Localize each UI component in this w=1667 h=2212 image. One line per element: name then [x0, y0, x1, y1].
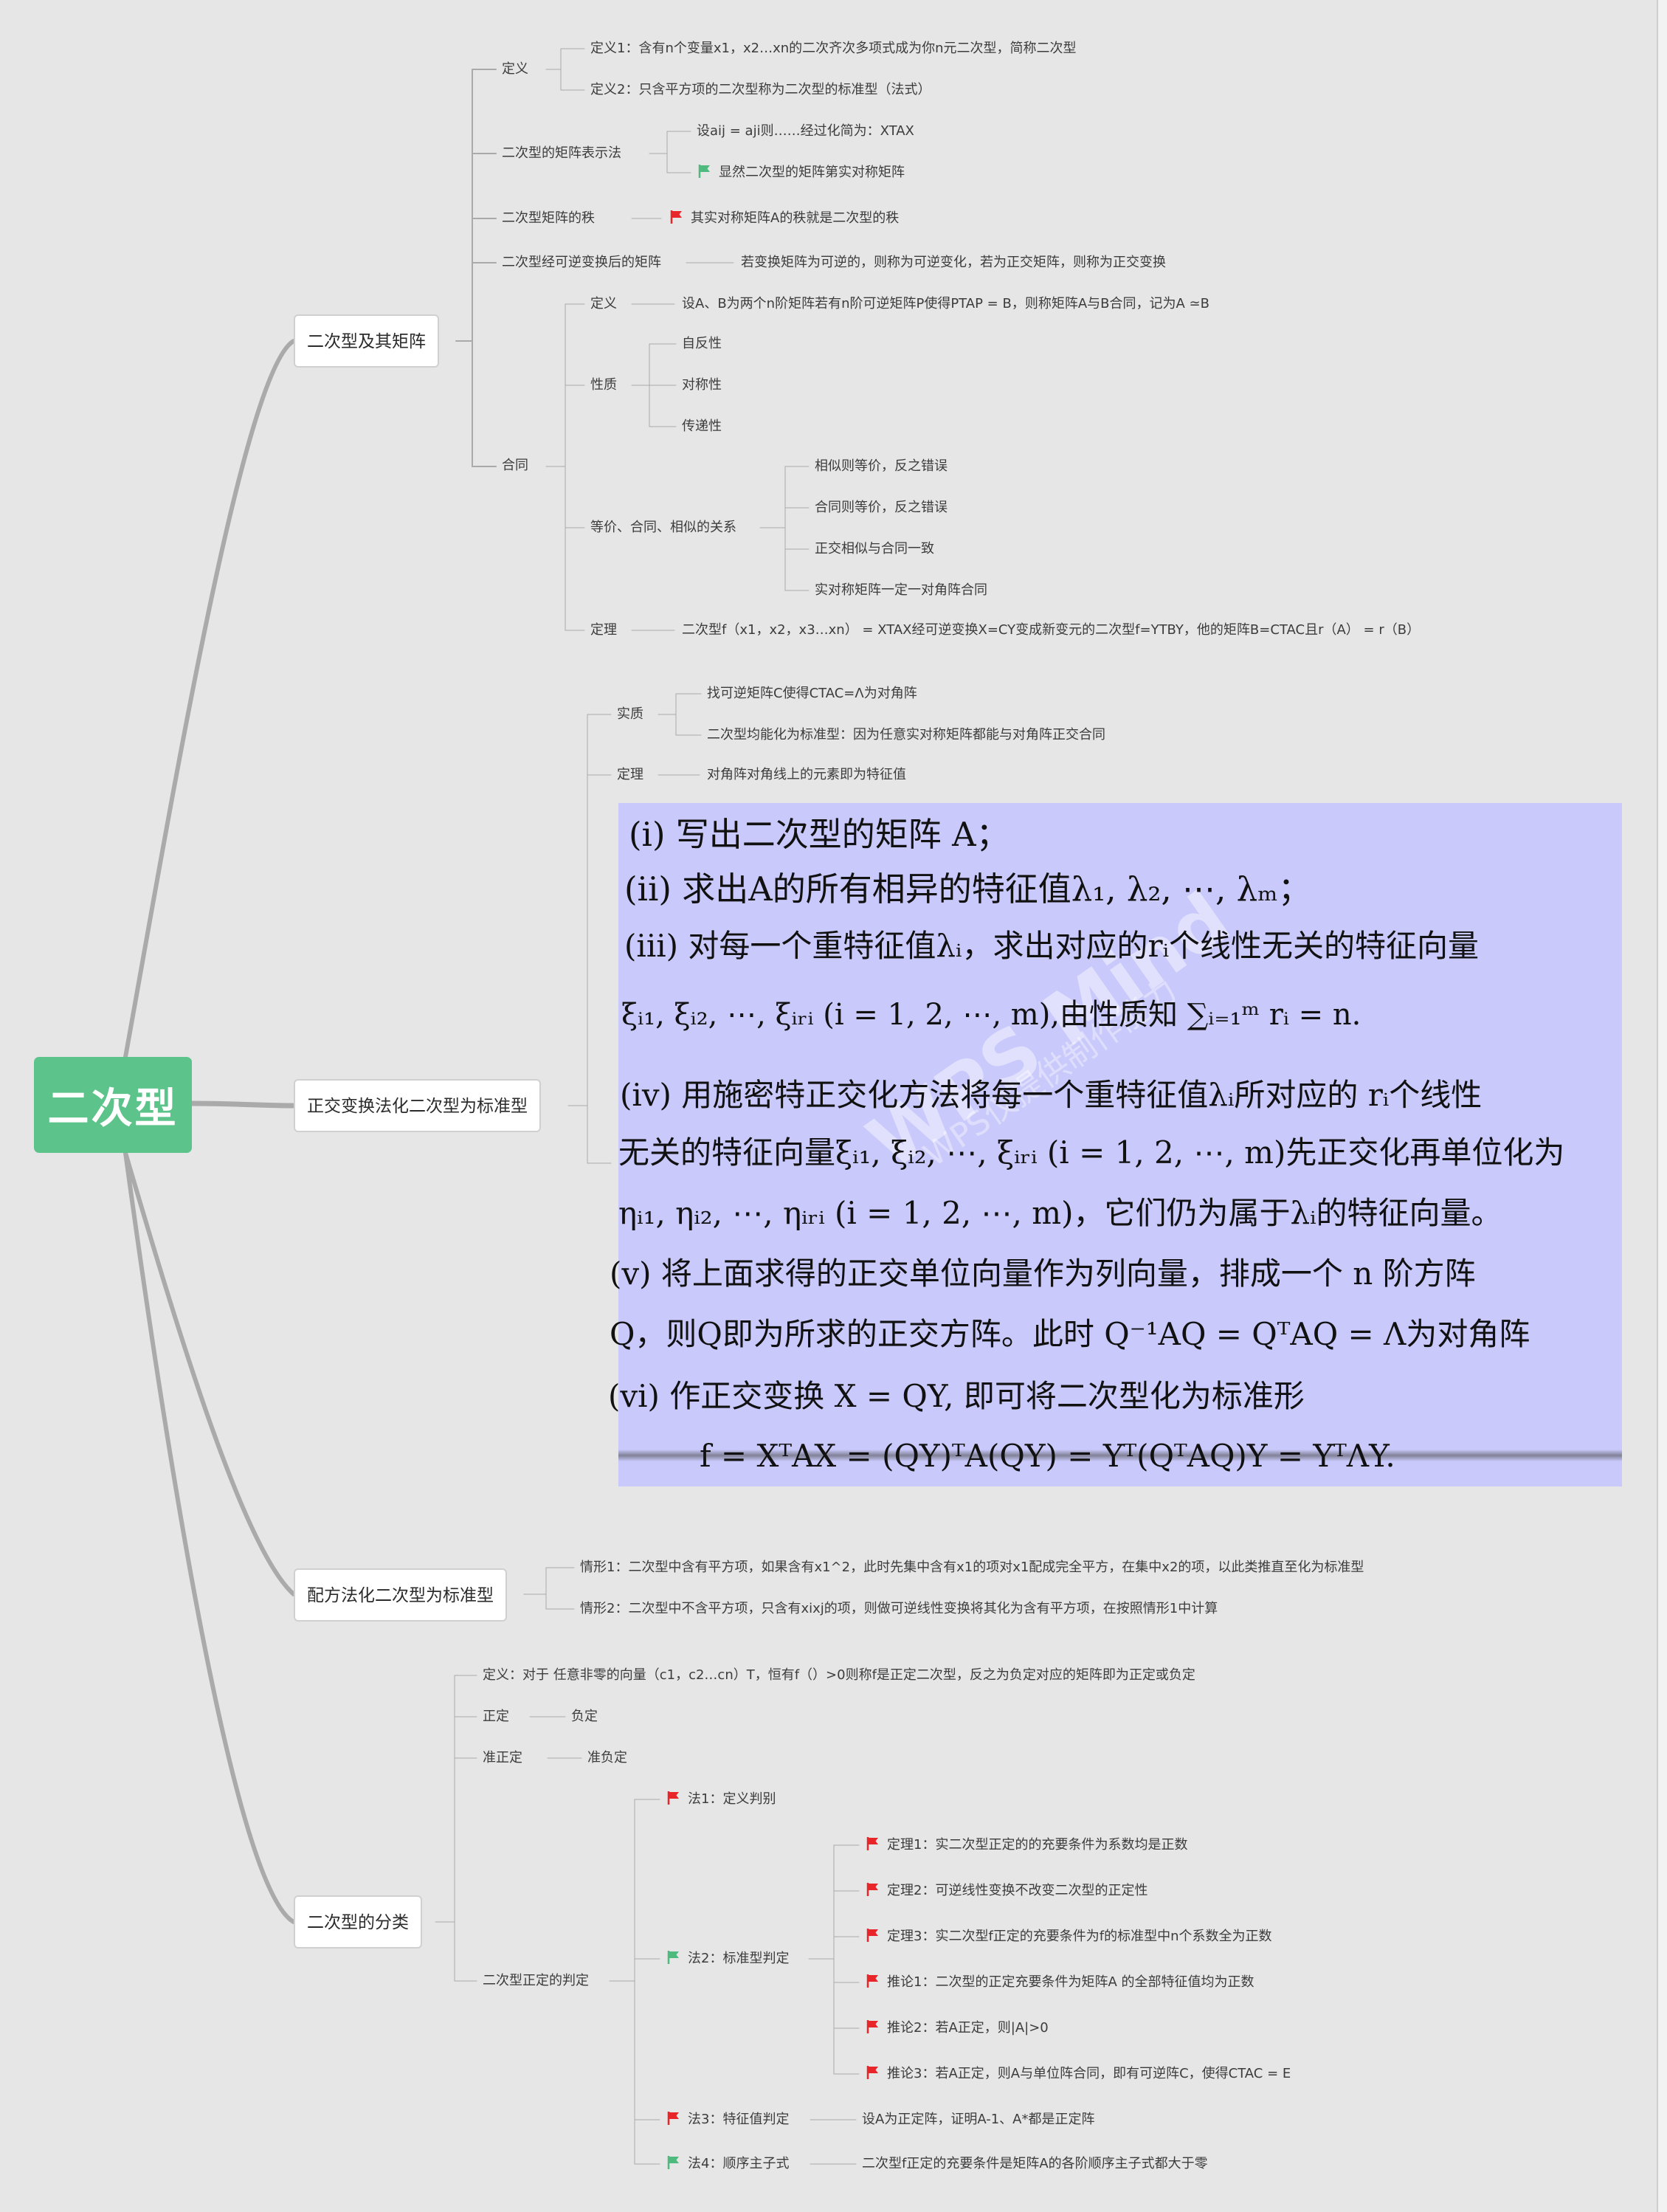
- node-congruence-definition-1[interactable]: 设A、B为两个n阶矩阵若有n阶可逆矩阵P使得PTAP = B，则称矩阵A与B合同…: [682, 296, 1209, 311]
- node-positive-definite[interactable]: 正定: [483, 1709, 509, 1724]
- node-method-2-label: 法2：标准型判定: [688, 1951, 790, 1966]
- node-congruence-theorem[interactable]: 定理: [590, 622, 617, 638]
- node-case-2[interactable]: 情形2：二次型中不含平方项，只含有xixj的项，则做可逆线性变换将其化为含有平方…: [580, 1601, 1218, 1616]
- node-negative-definite[interactable]: 负定: [571, 1709, 598, 1724]
- node-method-2-theorem-3[interactable]: 定理3：实二次型f正定的充要条件为f的标准型中n个系数全为正数: [865, 1926, 1272, 1947]
- node-relation-3[interactable]: 正交相似与合同一致: [815, 541, 934, 557]
- node-method-2-corollary-3-label: 推论3：若A正定，则A与单位阵合同，即有可逆阵C，使得CTAC = E: [887, 2066, 1291, 2081]
- node-method-4-label: 法4：顺序主子式: [688, 2156, 790, 2171]
- node-congruence-theorem-1[interactable]: 二次型f（x1，x2，x3…xn） = XTAX经可逆变换X=CY变成新变元的二…: [682, 622, 1421, 638]
- node-method-3-1[interactable]: 设A为正定阵，证明A-1、A*都是正定阵: [862, 2112, 1095, 2127]
- red-flag-icon: [865, 1881, 881, 1898]
- formula-final: f = XᵀAX = (QY)ᵀA(QY) = Yᵀ(QᵀAQ)Y = YᵀΛY…: [700, 1438, 1395, 1474]
- node-symmetric[interactable]: 对称性: [682, 377, 722, 393]
- node-matrix-representation[interactable]: 二次型的矩阵表示法: [502, 145, 621, 161]
- node-method-4-1[interactable]: 二次型f正定的充要条件是矩阵A的各阶顺序主子式都大于零: [862, 2156, 1208, 2171]
- node-congruence[interactable]: 合同: [502, 458, 528, 473]
- node-semi-negative[interactable]: 准负定: [587, 1750, 627, 1765]
- node-equiv-congruent-similar[interactable]: 等价、合同、相似的关系: [590, 520, 736, 535]
- node-relation-1[interactable]: 相似则等价，反之错误: [815, 458, 948, 474]
- node-congruence-properties[interactable]: 性质: [590, 377, 617, 393]
- node-essence-2[interactable]: 二次型均能化为标准型：因为任意实对称矩阵都能与对角阵正交合同: [707, 727, 1105, 742]
- formula-step-4: (iv) 用施密特正交化方法将每一个重特征值λᵢ所对应的 rᵢ个线性: [620, 1077, 1483, 1113]
- node-method-2-corollary-2[interactable]: 推论2：若A正定，则|A|>0: [865, 2018, 1049, 2039]
- node-matrix-rep-2-label: 显然二次型的矩阵第实对称矩阵: [719, 165, 905, 180]
- branch-classification[interactable]: 二次型的分类: [294, 1895, 422, 1949]
- node-relation-4[interactable]: 实对称矩阵一定一对角阵合同: [815, 582, 987, 598]
- node-transform-1[interactable]: 若变换矩阵为可逆的，则称为可逆变化，若为正交矩阵，则称为正交变换: [741, 255, 1166, 270]
- red-flag-icon: [865, 1927, 881, 1943]
- node-method-2-theorem-3-label: 定理3：实二次型f正定的充要条件为f的标准型中n个系数全为正数: [887, 1929, 1272, 1944]
- node-method-2-corollary-2-label: 推论2：若A正定，则|A|>0: [887, 2020, 1049, 2036]
- red-flag-icon: [865, 2064, 881, 2081]
- node-definition[interactable]: 定义: [502, 61, 528, 77]
- node-congruence-definition[interactable]: 定义: [590, 296, 617, 311]
- formula-step-6: (vi) 作正交变换 X = QY, 即可将二次型化为标准形: [608, 1378, 1305, 1414]
- node-matrix-rank[interactable]: 二次型矩阵的秩: [502, 210, 595, 226]
- node-positive-definite-judgement[interactable]: 二次型正定的判定: [483, 1973, 589, 1988]
- red-flag-icon: [669, 209, 685, 225]
- node-theorem[interactable]: 定理: [617, 767, 643, 782]
- node-method-2-theorem-2[interactable]: 定理2：可逆线性变换不改变二次型的正定性: [865, 1881, 1147, 1901]
- green-flag-icon: [697, 163, 713, 179]
- formula-step-3: (iii) 对每一个重特征值λᵢ，求出对应的rᵢ个线性无关的特征向量: [624, 928, 1480, 964]
- node-semi-positive[interactable]: 准正定: [483, 1750, 522, 1765]
- branch-quadratic-form-matrix[interactable]: 二次型及其矩阵: [294, 314, 439, 368]
- node-definition-1[interactable]: 定义1：含有n个变量x1，x2…xn的二次齐次多项式成为你n元二次型，简称二次型: [590, 41, 1077, 56]
- scroll-edge: [1657, 0, 1667, 2212]
- node-method-3[interactable]: 法3：特征值判定: [666, 2109, 789, 2130]
- formula-step-4-result: ηᵢ₁, ηᵢ₂, ⋯, ηᵢᵣᵢ (i = 1, 2, ⋯, m)，它们仍为属…: [618, 1195, 1502, 1231]
- brush-stroke: [618, 1450, 1622, 1461]
- node-method-2-corollary-1[interactable]: 推论1：二次型的正定充要条件为矩阵A 的全部特征值均为正数: [865, 1972, 1254, 1993]
- node-relation-2[interactable]: 合同则等价，反之错误: [815, 500, 948, 515]
- node-matrix-rep-1[interactable]: 设aij = aji则……经过化简为：XTAX: [697, 123, 914, 139]
- green-flag-icon: [666, 1949, 682, 1965]
- node-transitive[interactable]: 传递性: [682, 418, 722, 434]
- node-definition-2[interactable]: 定义2：只含平方项的二次型称为二次型的标准型（法式）: [590, 82, 931, 97]
- node-method-4[interactable]: 法4：顺序主子式: [666, 2154, 789, 2174]
- formula-step-1: (i) 写出二次型的矩阵 A；: [629, 815, 1009, 854]
- node-matrix-rep-2[interactable]: 显然二次型的矩阵第实对称矩阵: [697, 162, 905, 183]
- red-flag-icon: [666, 2110, 682, 2126]
- root-to-branch-2-line: [189, 1100, 297, 1109]
- root-to-branch-1-line: [123, 339, 296, 1059]
- formula-step-2: (ii) 求出A的所有相异的特征值λ₁, λ₂, ⋯, λₘ；: [624, 869, 1311, 909]
- branch-completing-square[interactable]: 配方法化二次型为标准型: [294, 1568, 507, 1622]
- node-method-2[interactable]: 法2：标准型判定: [666, 1949, 789, 1969]
- node-essence[interactable]: 实质: [617, 706, 643, 722]
- node-method-1[interactable]: 法1：定义判别: [666, 1789, 776, 1810]
- formula-step-3-vectors: ξᵢ₁, ξᵢ₂, ⋯, ξᵢᵣᵢ (i = 1, 2, ⋯, m),由性质知 …: [621, 998, 1361, 1032]
- branch-orthogonal-transform[interactable]: 正交变换法化二次型为标准型: [294, 1079, 541, 1132]
- node-rank-1[interactable]: 其实对称矩阵A的秩就是二次型的秩: [669, 208, 899, 229]
- root-to-branch-3-line: [123, 1151, 296, 1596]
- red-flag-icon: [865, 2019, 881, 2035]
- node-method-1-label: 法1：定义判别: [688, 1791, 776, 1807]
- node-rank-1-label: 其实对称矩阵A的秩就是二次型的秩: [691, 210, 900, 226]
- red-flag-icon: [666, 1790, 682, 1806]
- root-to-branch-4-line: [123, 1151, 296, 1924]
- node-theorem-1[interactable]: 对角阵对角线上的元素即为特征值: [707, 767, 906, 782]
- node-method-2-theorem-1-label: 定理1：实二次型正定的的充要条件为系数均是正数: [887, 1837, 1188, 1853]
- formula-step-5: (v) 将上面求得的正交单位向量作为列向量，排成一个 n 阶方阵: [610, 1255, 1476, 1292]
- node-reflexive[interactable]: 自反性: [682, 336, 722, 351]
- root-node[interactable]: 二次型: [34, 1057, 192, 1153]
- formula-image[interactable]: WPS Mind WPS仅提供制作能力 (i) 写出二次型的矩阵 A； (ii)…: [608, 803, 1622, 1486]
- node-method-3-label: 法3：特征值判定: [688, 2112, 790, 2127]
- node-method-2-corollary-1-label: 推论1：二次型的正定充要条件为矩阵A 的全部特征值均为正数: [887, 1974, 1254, 1990]
- node-essence-1[interactable]: 找可逆矩阵C使得CTAC=Λ为对角阵: [707, 686, 917, 701]
- node-method-2-theorem-1[interactable]: 定理1：实二次型正定的的充要条件为系数均是正数: [865, 1835, 1187, 1856]
- node-method-2-theorem-2-label: 定理2：可逆线性变换不改变二次型的正定性: [887, 1883, 1148, 1898]
- red-flag-icon: [865, 1973, 881, 1989]
- green-flag-icon: [666, 2154, 682, 2171]
- red-flag-icon: [865, 1836, 881, 1852]
- node-definite-definition[interactable]: 定义：对于 任意非零的向量（c1，c2…cn）T，恒有f（）>0则称f是正定二次…: [483, 1667, 1195, 1683]
- node-case-1[interactable]: 情形1：二次型中含有平方项，如果含有x1^2，此时先集中含有x1的项对x1配成完…: [580, 1560, 1364, 1575]
- formula-step-5-cont: Q，则Q即为所求的正交方阵。此时 Q⁻¹AQ = QᵀAQ = Λ为对角阵: [610, 1316, 1530, 1352]
- formula-step-4-cont: 无关的特征向量ξᵢ₁, ξᵢ₂, ⋯, ξᵢᵣᵢ (i = 1, 2, ⋯, m…: [618, 1134, 1565, 1171]
- node-method-2-corollary-3[interactable]: 推论3：若A正定，则A与单位阵合同，即有可逆阵C，使得CTAC = E: [865, 2064, 1291, 2084]
- node-invertible-transform[interactable]: 二次型经可逆变换后的矩阵: [502, 255, 661, 270]
